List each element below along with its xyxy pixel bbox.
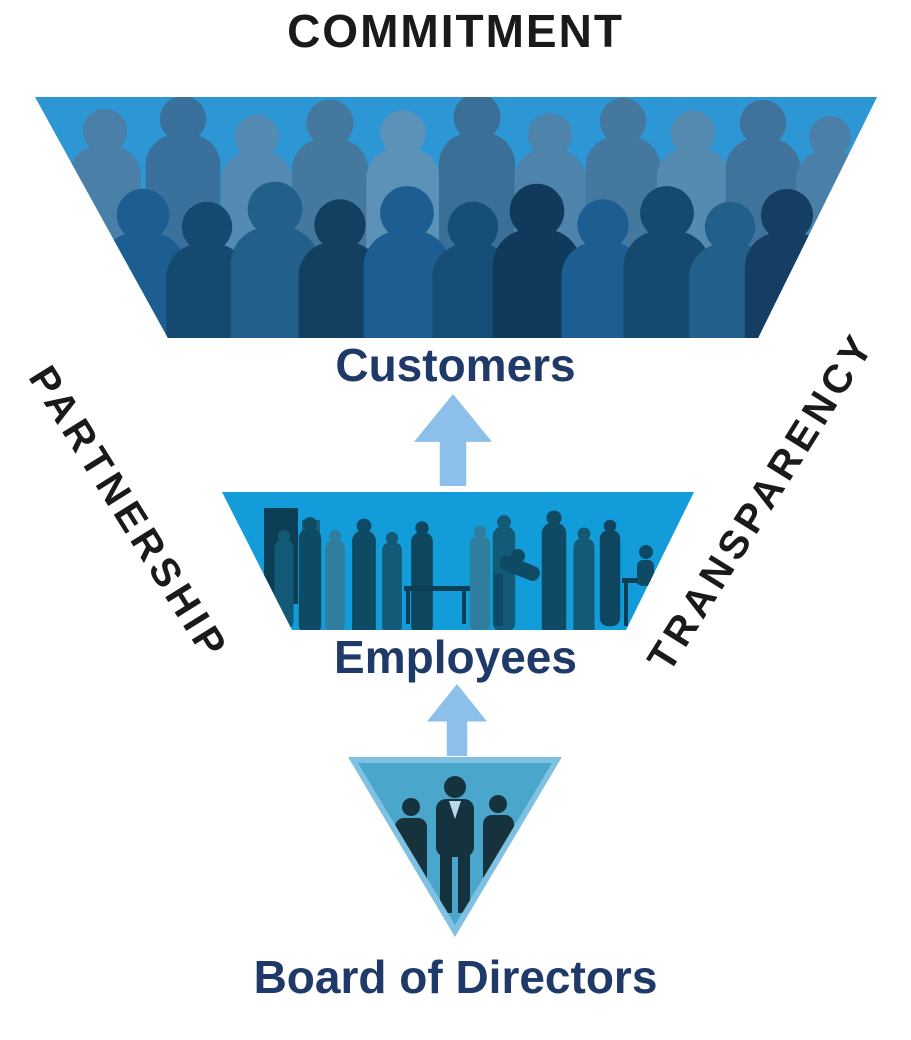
employees-tier-image <box>222 492 694 630</box>
up-arrow-icon <box>427 684 487 756</box>
crowd-silhouette-icon <box>35 97 877 338</box>
tier-label-customers: Customers <box>335 339 576 391</box>
tier-label-board-of-directors: Board of Directors <box>253 951 658 1003</box>
office-workers-silhouette-icon <box>222 492 694 630</box>
board-tier-image <box>348 757 562 937</box>
executives-silhouette-icon <box>348 757 562 937</box>
diagram-title: COMMITMENT <box>287 5 624 57</box>
tier-label-employees: Employees <box>334 631 577 683</box>
left-side-label-partnership: PARTNERSHIP <box>20 358 237 670</box>
customers-tier-image <box>35 97 877 338</box>
up-arrow-icon <box>414 394 492 486</box>
